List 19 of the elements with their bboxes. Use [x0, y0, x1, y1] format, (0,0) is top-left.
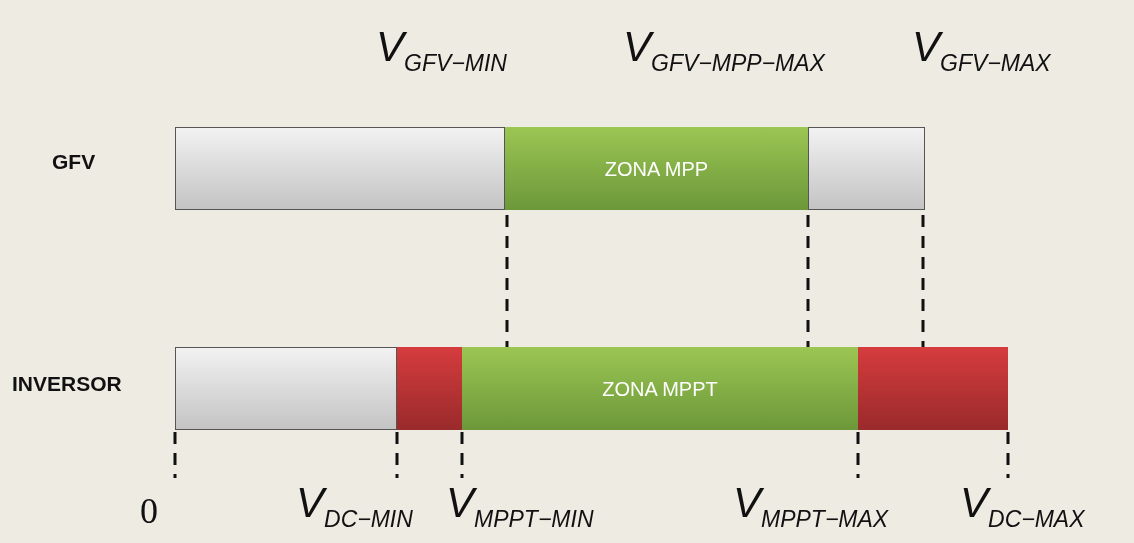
bar-segment [397, 347, 462, 430]
zone-label: ZONA MPP [604, 156, 709, 182]
axis-origin-label: 0 [140, 490, 158, 533]
voltage-label: V$_{MPPT−MAX}$ [733, 478, 889, 528]
bar-segment [175, 127, 505, 210]
zone-bar-segment [505, 127, 808, 210]
voltage-label: V$_{GFV−MIN}$ [376, 22, 507, 72]
zone-label: ZONA MPPT [602, 376, 718, 402]
voltage-label: V$_{GFV−MAX}$ [912, 22, 1051, 72]
voltage-label: V$_{DC−MIN}$ [296, 478, 413, 528]
zone-bar-segment [462, 347, 858, 430]
bar-segment [808, 127, 925, 210]
voltage-label: V$_{GFV−MPP−MAX}$ [623, 22, 825, 72]
bar-segment [175, 347, 397, 430]
row-label: INVERSOR [12, 371, 122, 397]
voltage-label: V$_{DC−MAX}$ [960, 478, 1085, 528]
voltage-label: V$_{MPPT−MIN}$ [446, 478, 594, 528]
row-label: GFV [52, 149, 96, 175]
bar-segment [858, 347, 1008, 430]
